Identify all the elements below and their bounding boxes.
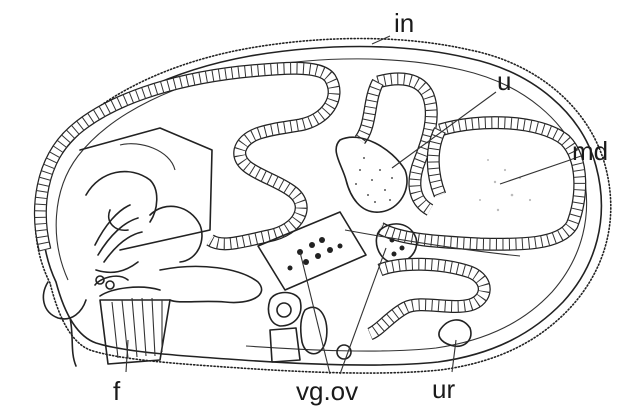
label-md: md — [572, 136, 608, 166]
intestine-loop — [40, 68, 334, 250]
body-outline — [35, 39, 611, 374]
uterus-region — [336, 137, 407, 212]
label-ur: ur — [432, 374, 455, 404]
label-vg-ov: vg.ov — [296, 376, 358, 406]
label-in: in — [394, 8, 414, 38]
label-u: u — [497, 66, 511, 96]
gut-loop-upper-right — [360, 79, 431, 210]
label-f: f — [113, 376, 121, 406]
